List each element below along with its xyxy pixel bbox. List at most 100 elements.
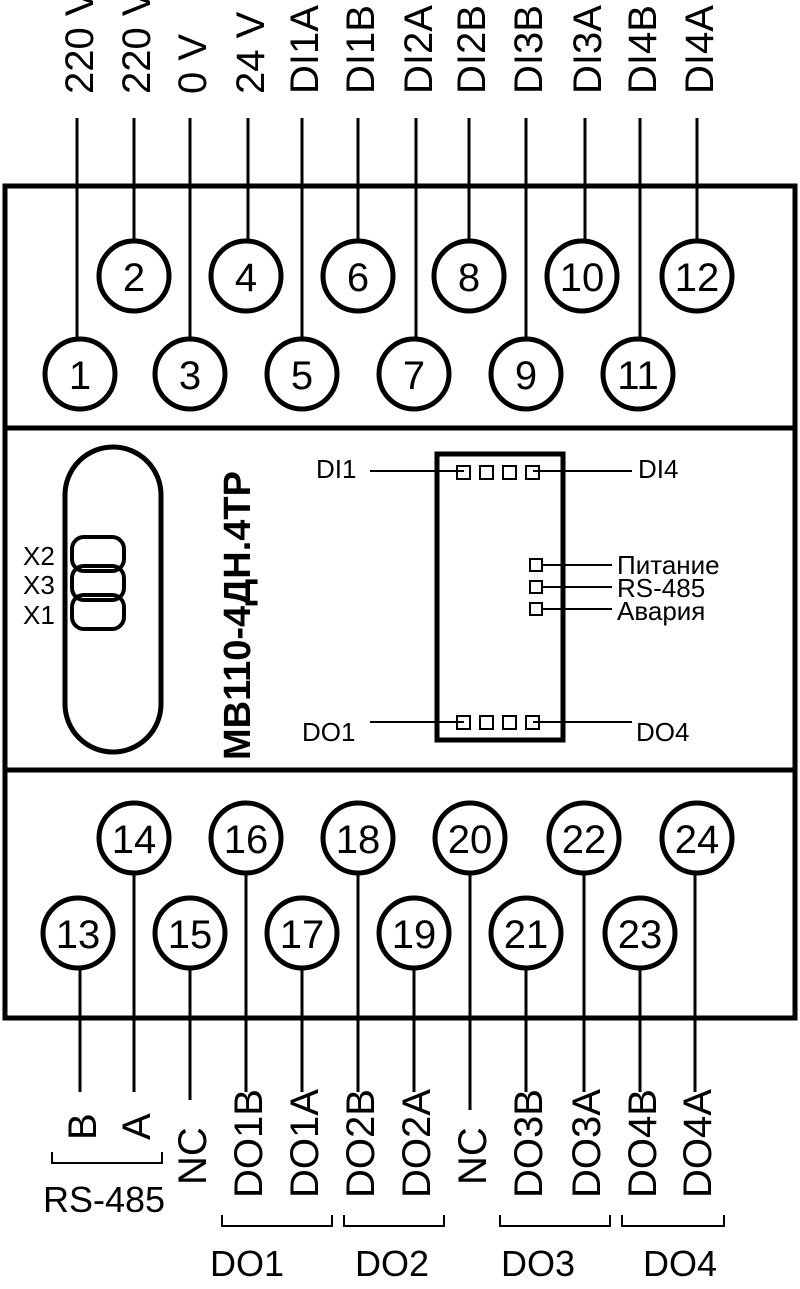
status-leds <box>529 558 543 616</box>
indicator-leaders <box>370 470 632 723</box>
svg-text:22: 22 <box>562 818 607 862</box>
top-terminal-1: 1 <box>42 336 118 412</box>
svg-text:20: 20 <box>448 818 493 862</box>
top-terminal-7: 7 <box>376 336 452 412</box>
bottom-terminal-18: 18 <box>320 800 396 876</box>
di-leds <box>456 465 540 480</box>
connector-jumpers <box>70 535 126 631</box>
top-label-1: 220 V <box>58 0 102 94</box>
bottom-label-19: DO2A <box>395 1089 439 1198</box>
top-terminal-3: 3 <box>152 336 228 412</box>
svg-text:24: 24 <box>675 818 720 862</box>
top-label-11: DI4B <box>621 5 665 94</box>
svg-text:13: 13 <box>56 913 101 957</box>
bottom-label-21: DO3B <box>507 1089 551 1198</box>
indicator-do1: DO1 <box>302 717 355 747</box>
device-housing <box>2 183 798 1021</box>
bottom-terminal-19: 19 <box>376 895 452 971</box>
bottom-terminal-15: 15 <box>152 895 228 971</box>
bottom-label-20: NC <box>451 1127 495 1185</box>
svg-text:23: 23 <box>618 913 663 957</box>
connector-label-x1: X1 <box>23 600 55 630</box>
bottom-label-23: DO4B <box>621 1089 665 1198</box>
svg-text:12: 12 <box>675 256 720 300</box>
bottom-terminal-24: 24 <box>659 800 735 876</box>
top-label-9: DI3B <box>507 5 551 94</box>
top-label-10: DI3A <box>566 5 610 94</box>
svg-text:2: 2 <box>123 256 145 300</box>
bottom-wires <box>78 868 697 1110</box>
bottom-label-14: A <box>115 1113 159 1140</box>
bottom-terminal-13: 13 <box>40 895 116 971</box>
top-label-3: 0 V <box>171 34 215 94</box>
top-terminal-6: 6 <box>320 238 396 314</box>
group-label-do4: DO4 <box>643 1243 717 1284</box>
bottom-label-18: DO2B <box>339 1089 383 1198</box>
svg-text:21: 21 <box>504 913 549 957</box>
bottom-label-13: B <box>61 1113 105 1140</box>
bottom-terminal-14: 14 <box>96 800 172 876</box>
bottom-terminal-16: 16 <box>208 800 284 876</box>
bottom-label-16: DO1B <box>227 1089 271 1198</box>
top-terminal-10: 10 <box>544 238 620 314</box>
svg-text:6: 6 <box>347 256 369 300</box>
bottom-terminal-22: 22 <box>546 800 622 876</box>
top-terminal-11: 11 <box>600 336 676 412</box>
svg-text:11: 11 <box>617 354 659 398</box>
top-label-6: DI1B <box>339 5 383 94</box>
svg-text:18: 18 <box>336 818 381 862</box>
bottom-label-17: DO1A <box>283 1089 327 1198</box>
svg-text:8: 8 <box>458 256 480 300</box>
svg-text:19: 19 <box>392 913 437 957</box>
svg-text:10: 10 <box>560 256 605 300</box>
top-label-7: DI2A <box>397 5 441 94</box>
bottom-terminal-23: 23 <box>602 895 678 971</box>
indicator-rs485: RS-485 <box>617 573 705 603</box>
svg-text:3: 3 <box>179 354 201 398</box>
indicator-do4: DO4 <box>636 717 689 747</box>
indicator-di4: DI4 <box>638 454 678 484</box>
svg-text:17: 17 <box>280 913 325 957</box>
indicator-power: Питание <box>617 550 720 580</box>
bottom-terminal-17: 17 <box>264 895 340 971</box>
top-terminal-12: 12 <box>659 238 735 314</box>
model-name: МВ110-4ДН.4ТР <box>217 471 259 760</box>
group-label-do2: DO2 <box>355 1243 429 1284</box>
connector-slot <box>62 444 164 755</box>
top-terminal-8: 8 <box>431 238 507 314</box>
top-label-8: DI2B <box>450 5 494 94</box>
bottom-label-24: DO4A <box>676 1089 720 1198</box>
top-terminal-4: 4 <box>208 238 284 314</box>
connector-label-x2: X2 <box>23 541 55 571</box>
svg-text:7: 7 <box>403 354 425 398</box>
group-brackets <box>51 1152 725 1227</box>
bottom-label-22: DO3A <box>565 1089 609 1198</box>
svg-text:4: 4 <box>235 256 257 300</box>
svg-text:15: 15 <box>168 913 213 957</box>
svg-text:16: 16 <box>224 818 269 862</box>
top-label-2: 220 V <box>115 0 159 94</box>
top-label-5: DI1A <box>283 5 327 94</box>
do-leds <box>456 715 540 730</box>
bottom-terminal-21: 21 <box>488 895 564 971</box>
indicator-di1: DI1 <box>316 454 356 484</box>
indicator-panel <box>434 451 566 743</box>
group-label-do3: DO3 <box>501 1243 575 1284</box>
indicator-alarm: Авария <box>617 596 705 626</box>
group-label-rs485: RS-485 <box>43 1179 165 1220</box>
top-label-4: 24 V <box>229 11 273 94</box>
bottom-label-15: NC <box>171 1127 215 1185</box>
svg-text:1: 1 <box>69 354 91 398</box>
top-label-12: DI4A <box>678 5 722 94</box>
svg-text:9: 9 <box>515 354 537 398</box>
top-terminal-2: 2 <box>96 238 172 314</box>
top-terminal-5: 5 <box>264 336 340 412</box>
top-wires <box>75 118 699 346</box>
connector-label-x3: X3 <box>23 570 55 600</box>
top-terminal-9: 9 <box>488 336 564 412</box>
svg-text:5: 5 <box>291 354 313 398</box>
bottom-terminal-20: 20 <box>432 800 508 876</box>
svg-text:14: 14 <box>112 818 157 862</box>
group-label-do1: DO1 <box>210 1243 284 1284</box>
